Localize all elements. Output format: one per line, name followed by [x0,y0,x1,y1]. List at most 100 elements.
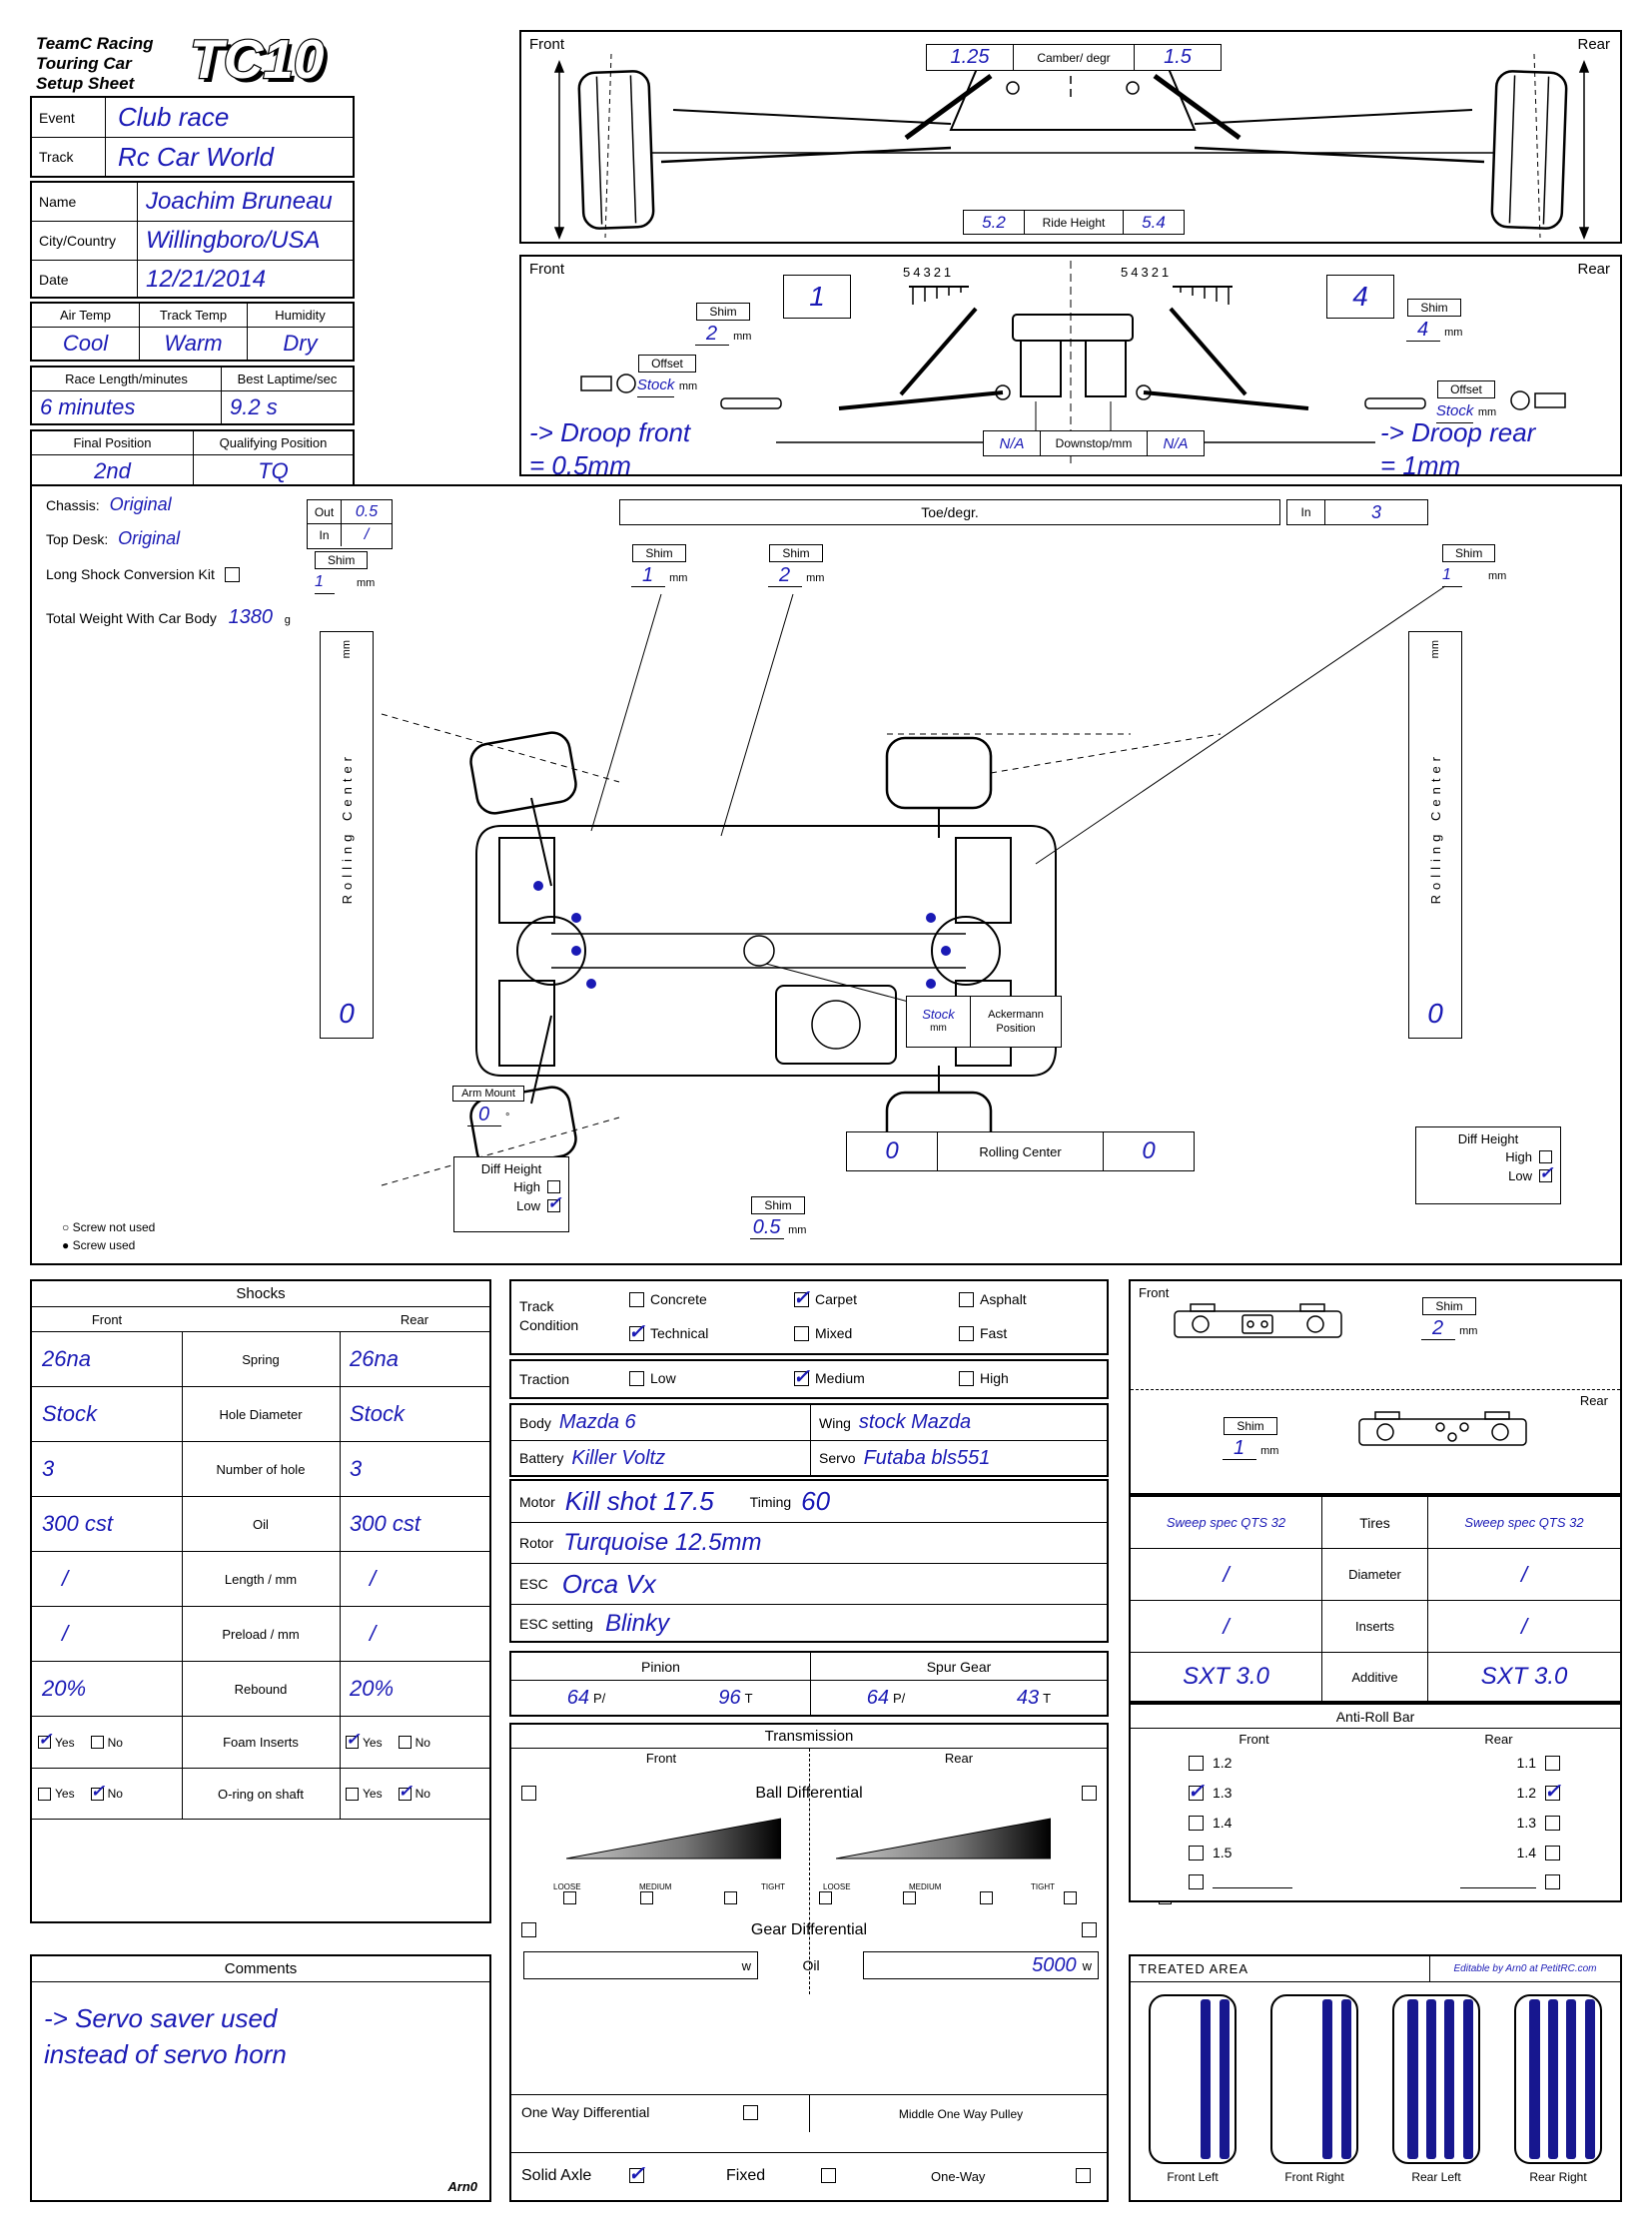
tire-additive-front[interactable]: SXT 3.0 [1131,1653,1322,1701]
oring-rear-no-checkbox[interactable] [398,1782,413,1802]
arb-rear-1-2-checkbox[interactable] [1544,1779,1561,1804]
condition-concrete-checkbox[interactable] [629,1291,644,1307]
shock-length-front-value[interactable]: / [62,1566,69,1591]
condition-carpet-checkbox[interactable] [793,1285,810,1310]
traction-low-checkbox[interactable] [629,1370,644,1386]
spring-front-value[interactable]: 26na [42,1346,91,1371]
foam-rear-no-checkbox[interactable] [398,1736,412,1749]
shock-length-rear-value[interactable]: / [370,1566,377,1591]
hole-diameter-front-value[interactable]: Stock [42,1401,98,1426]
ball-diff-front-medium-left-checkbox[interactable] [640,1891,654,1905]
fixed-checkbox[interactable] [821,2168,836,2183]
total-weight-value[interactable]: 1380 [228,606,274,628]
one-way-axle-checkbox[interactable] [1076,2168,1091,2183]
ball-diff-front-checkbox[interactable] [521,1786,536,1801]
spring-rear-value[interactable]: 26na [350,1346,399,1371]
final-position-value[interactable]: 2nd [32,455,194,487]
right-shim-value[interactable]: 1 [1442,564,1462,587]
rear-offset-value[interactable]: Stock [1435,400,1474,423]
top-deck-value[interactable]: Original [118,528,181,548]
treated-tire-rear-left[interactable] [1392,1994,1480,2164]
tire-additive-rear[interactable]: SXT 3.0 [1480,1663,1568,1690]
best-lap-value[interactable]: 9.2 s [230,394,278,419]
rear-toe-in-value[interactable]: 3 [1370,501,1381,522]
humidity-value[interactable]: Dry [283,331,318,356]
tire-diameter-front[interactable]: / [1131,1549,1322,1600]
shock-oil-front-value[interactable]: 300 cst [42,1511,113,1536]
bottom-shim-value[interactable]: 0.5 [749,1216,784,1239]
rolling-center-right-value[interactable]: 0 [1427,997,1443,1029]
tire-inserts-rear[interactable]: / [1520,1613,1528,1639]
hole-count-rear-value[interactable]: 3 [350,1456,363,1481]
preload-rear-value[interactable]: / [370,1621,377,1646]
arb-front-1-2-checkbox[interactable] [1189,1755,1204,1771]
arb-front-1-3-checkbox[interactable] [1188,1779,1205,1804]
treated-tire-front-left[interactable] [1149,1994,1237,2164]
diff-right-low-checkbox[interactable] [1539,1163,1553,1183]
ball-diff-rear-checkbox[interactable] [1082,1786,1097,1801]
solid-axle-checkbox[interactable] [628,2161,645,2186]
track-value[interactable]: Rc Car World [118,141,275,172]
foam-rear-yes-checkbox[interactable] [346,1730,360,1750]
diff-left-low-checkbox[interactable] [547,1193,561,1213]
center-shim-value[interactable]: 2 [767,564,802,587]
tire-inserts-front[interactable]: / [1131,1601,1322,1652]
droop-front-position[interactable]: 1 [783,275,851,319]
arb-front-1-4-checkbox[interactable] [1189,1815,1204,1831]
arb-rear-1-1-checkbox[interactable] [1545,1755,1560,1771]
oring-front-no-checkbox[interactable] [90,1782,105,1802]
rolling-center-bottom-right-value[interactable]: 0 [1103,1131,1195,1171]
tire-diameter-rear[interactable]: / [1520,1561,1528,1587]
date-value[interactable]: 12/21/2014 [146,265,267,293]
ball-diff-rear-medium-right-checkbox[interactable] [1063,1891,1077,1905]
ride-height-rear-value[interactable]: 5.4 [1123,210,1185,235]
comments-text[interactable]: -> Servo saver used instead of servo hor… [44,2003,287,2069]
arb-rear-other-label[interactable] [1460,1875,1536,1888]
droop-rear-position[interactable]: 4 [1326,275,1394,319]
rolling-center-left-value[interactable]: 0 [339,997,355,1029]
ride-height-front-value[interactable]: 5.2 [963,210,1025,235]
arb-rear-1-4-checkbox[interactable] [1545,1845,1560,1861]
event-value[interactable]: Club race [118,102,230,132]
chassis-value[interactable]: Original [109,494,172,514]
bulkhead-front-shim-value[interactable]: 2 [1420,1317,1455,1340]
one-way-differential-checkbox[interactable] [743,2105,758,2120]
arb-front-other-label[interactable] [1213,1875,1292,1888]
toe-out-value[interactable]: 0.5 [355,502,379,520]
condition-technical-checkbox[interactable] [628,1319,645,1344]
gear-diff-front-checkbox[interactable] [521,1922,536,1937]
city-value[interactable]: Willingboro/USA [146,227,321,254]
tire-spec-rear[interactable]: Sweep spec QTS 32 [1464,1515,1584,1530]
servo-value[interactable]: Futaba bls551 [863,1446,991,1469]
condition-fast-checkbox[interactable] [959,1325,974,1341]
gear-oil-front-field[interactable]: w [523,1951,758,1979]
ball-diff-rear-loose-checkbox[interactable] [902,1891,916,1905]
ball-diff-front-loose-checkbox[interactable] [563,1891,576,1905]
camber-rear-value[interactable]: 1.5 [1134,44,1222,71]
condition-mixed-checkbox[interactable] [794,1325,809,1341]
front-shim-value[interactable]: 2 [694,323,729,346]
gear-diff-rear-checkbox[interactable] [1082,1922,1097,1937]
toe-in-value[interactable]: / [364,526,370,543]
track-temp-value[interactable]: Warm [140,328,248,360]
foam-front-no-checkbox[interactable] [90,1736,104,1749]
air-temp-value[interactable]: Cool [32,328,140,360]
rear-shim-value[interactable]: 4 [1405,319,1440,342]
motor-value[interactable]: Kill shot 17.5 [564,1486,714,1516]
arb-rear-1-3-checkbox[interactable] [1545,1815,1560,1831]
body-value[interactable]: Mazda 6 [558,1411,636,1433]
rotor-value[interactable]: Turquoise 12.5mm [563,1529,762,1556]
name-value[interactable]: Joachim Bruneau [146,188,333,215]
timing-value[interactable]: 60 [801,1486,831,1516]
traction-medium-checkbox[interactable] [793,1364,810,1389]
esc-value[interactable]: Orca Vx [561,1568,656,1599]
race-length-value[interactable]: 6 minutes [32,391,222,423]
left-shim-value[interactable]: 1 [315,571,335,594]
rebound-rear-value[interactable]: 20% [350,1676,395,1701]
preload-front-value[interactable]: / [62,1621,69,1646]
oring-rear-yes-checkbox[interactable] [346,1787,359,1801]
